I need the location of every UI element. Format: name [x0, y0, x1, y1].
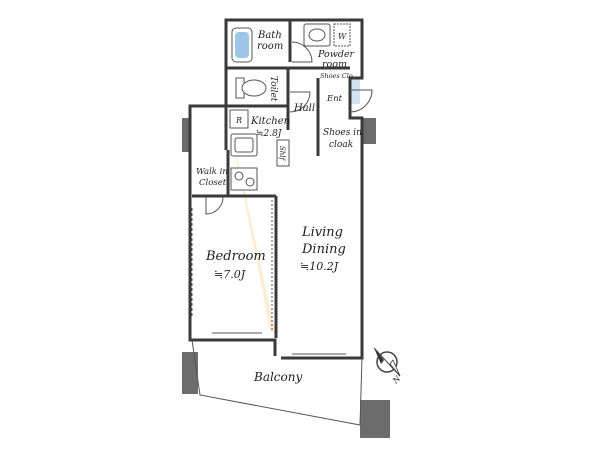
kitchen-label: Kitchen [250, 116, 290, 127]
outer-wall-west [188, 104, 277, 356]
living-dining-area: ≒10.2J [300, 260, 339, 273]
fridge-mark: R [235, 116, 242, 125]
bath-room-label-2: room [257, 41, 283, 52]
kitchen-sink-icon [230, 133, 258, 157]
bedroom-area: ≒7.0J [214, 268, 246, 281]
bathtub-icon [231, 27, 253, 63]
column-bottom-right [360, 400, 390, 438]
walk-in-closet-label-2: Closet [199, 178, 227, 188]
labels: Bath room Powder room W Toilet Shoes Clo… [196, 30, 403, 386]
washer-mark: W [338, 32, 347, 41]
powder-room-label-1: Powder [317, 49, 356, 60]
door-hall [289, 91, 311, 113]
fixtures [229, 23, 351, 191]
hall-label: Hall [293, 103, 315, 114]
fridge-box [229, 109, 249, 129]
compass-icon [373, 347, 401, 377]
door-bedroom [205, 196, 224, 215]
column-bottom-left [182, 352, 198, 394]
door-entry [349, 89, 373, 113]
shoes-closet-label: Shoes Clo [320, 72, 353, 80]
bedroom-label: Bedroom [205, 249, 266, 264]
living-label: Living [301, 225, 343, 240]
walls [188, 18, 364, 360]
compass-north-label: N [390, 373, 403, 386]
door-powder [291, 41, 313, 63]
kitchen-area: ≒2.8J [256, 129, 283, 139]
sink-icon [303, 23, 351, 47]
shelf-label: Shlf [278, 146, 286, 162]
stove-icon [230, 167, 258, 191]
balcony-railing [191, 339, 361, 426]
dining-label: Dining [301, 242, 346, 257]
balcony-fill [192, 338, 362, 425]
shoes-in-cloak-label-1: Shoes in [323, 128, 362, 138]
walk-in-closet-label-1: Walk in [196, 167, 228, 177]
toilet-label: Toilet [268, 76, 278, 102]
bath-room-label-1: Bath [257, 30, 282, 41]
details [191, 41, 373, 426]
balcony-label: Balcony [253, 370, 302, 384]
shelf-box [276, 139, 290, 167]
toilet-icon [235, 77, 267, 99]
shoes-in-cloak-label-2: cloak [329, 140, 353, 150]
powder-room-label-2: room [322, 59, 347, 70]
balcony-edge-east [359, 357, 363, 426]
entrance-label: Ent [326, 94, 343, 104]
